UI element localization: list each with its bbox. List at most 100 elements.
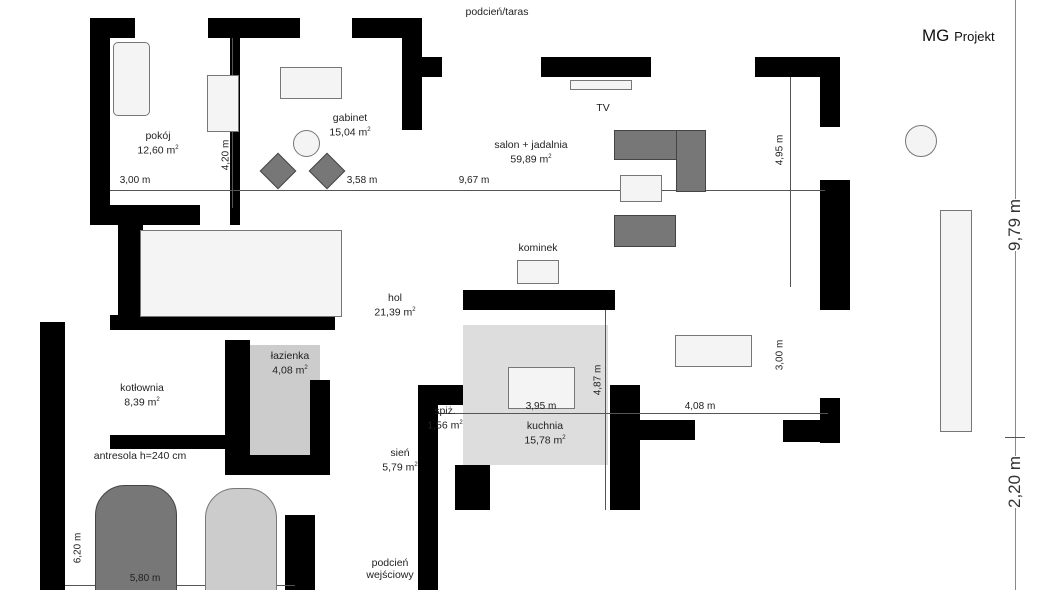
tv-label: TV [596, 102, 610, 114]
terrace-pergola [940, 210, 972, 432]
room-area: 59,89 m [510, 153, 549, 166]
room-label-lazienka: łazienka 4,08 m2 [271, 350, 310, 377]
dimension-line [65, 585, 295, 586]
dim-garage-height: 6,20 m [72, 532, 84, 564]
sofa [676, 130, 706, 192]
room-name: antresola h=240 cm [93, 450, 187, 462]
unit-sup: 2 [562, 435, 566, 441]
dim-garage-width: 5,80 m [129, 573, 161, 584]
wall [755, 57, 838, 77]
wall [285, 515, 315, 590]
dimension-line [1005, 437, 1025, 438]
dim-salon-width: 9,67 m [458, 175, 490, 186]
kitchen-island [508, 367, 575, 409]
wall [40, 322, 65, 590]
wall [820, 180, 850, 310]
room-name: pokój [145, 130, 171, 142]
room-name: kotłownia [120, 382, 164, 394]
room-label-gabinet: gabinet 15,04 m2 [329, 112, 370, 139]
wall [640, 420, 695, 440]
unit-sup: 2 [412, 307, 416, 313]
wall [455, 465, 490, 510]
room-name: łazienka [270, 350, 310, 362]
dimension-line [438, 413, 828, 414]
dim-kitchen-height: 4,87 m [592, 364, 604, 396]
dim-kitchen-width: 3,95 m [525, 401, 557, 412]
room-area: 4,08 m [272, 364, 305, 377]
dim-pokoj-width: 3,00 m [119, 175, 151, 186]
wall [463, 290, 615, 310]
stairs [140, 230, 342, 317]
wall [118, 225, 143, 325]
fireplace [517, 260, 559, 284]
dim-dining-height: 3,00 m [774, 339, 786, 371]
unit-sup: 2 [414, 462, 418, 468]
logo-suffix: Projekt [954, 29, 995, 44]
dim-salon-height: 4,95 m [774, 134, 786, 166]
patio-table [905, 125, 937, 157]
dim-gabinet-width: 3,58 m [346, 175, 378, 186]
wall [418, 385, 438, 590]
wall [783, 420, 840, 442]
wall [541, 57, 651, 77]
sofa [614, 215, 676, 247]
unit-sup: 2 [367, 127, 371, 133]
wall [820, 57, 840, 127]
car [95, 485, 177, 590]
dimension-line [790, 77, 791, 287]
room-area: 21,39 m [374, 306, 413, 319]
desk [280, 67, 342, 99]
room-name: hol [387, 292, 403, 304]
unit-sup: 2 [459, 420, 463, 426]
fireplace-label: kominek [518, 242, 558, 254]
room-name: podcień [371, 557, 409, 569]
wall [90, 205, 200, 225]
coffee-table [293, 130, 320, 157]
wall [225, 340, 250, 475]
unit-sup: 2 [175, 145, 179, 151]
dim-pokoj-height: 4,20 m [220, 139, 232, 171]
logo-brand: MG [922, 26, 950, 45]
room-label-salon: salon + jadalnia 59,89 m2 [494, 139, 567, 166]
dining-table [675, 335, 752, 367]
room-area: 15,04 m [329, 126, 368, 139]
dim-total-upper: 9,79 m [1005, 199, 1025, 251]
dimension-line [605, 310, 606, 510]
wall [90, 18, 135, 38]
logo: MG Projekt [922, 26, 995, 46]
wall [402, 57, 442, 77]
room-name: wejściowy [366, 569, 414, 581]
unit-sup: 2 [304, 365, 308, 371]
room-name: salon + jadalnia [494, 139, 568, 151]
wall [208, 18, 300, 38]
bed [113, 42, 150, 116]
room-name: gabinet [332, 112, 368, 124]
room-area: 15,78 m [524, 434, 563, 447]
room-label-terrace: podcień/taras [465, 6, 528, 18]
room-label-antresola: antresola h=240 cm [94, 450, 187, 462]
car [205, 488, 277, 590]
unit-sup: 2 [548, 154, 552, 160]
room-label-spizarnia: spiż.1,56 m2 [427, 405, 462, 432]
dimension-line [1015, 0, 1016, 590]
room-area: 8,39 m [124, 396, 157, 409]
room-area: 5,79 m [382, 461, 415, 474]
room-area: 12,60 m [137, 144, 176, 157]
room-name: kuchnia [526, 420, 564, 432]
wall [90, 18, 110, 223]
room-label-hol: hol 21,39 m2 [374, 292, 415, 319]
wall [110, 435, 250, 449]
wall [110, 315, 335, 330]
room-label-kuchnia: kuchnia 15,78 m2 [524, 420, 565, 447]
dimension-line [110, 190, 825, 191]
room-label-pokoj: pokój 12,60 m2 [137, 130, 178, 157]
dim-total-lower: 2,20 m [1005, 456, 1025, 508]
desk [207, 75, 239, 132]
room-area: 1,56 m [427, 419, 460, 432]
dim-dining-width: 4,08 m [684, 401, 716, 412]
coffee-table [620, 175, 662, 202]
